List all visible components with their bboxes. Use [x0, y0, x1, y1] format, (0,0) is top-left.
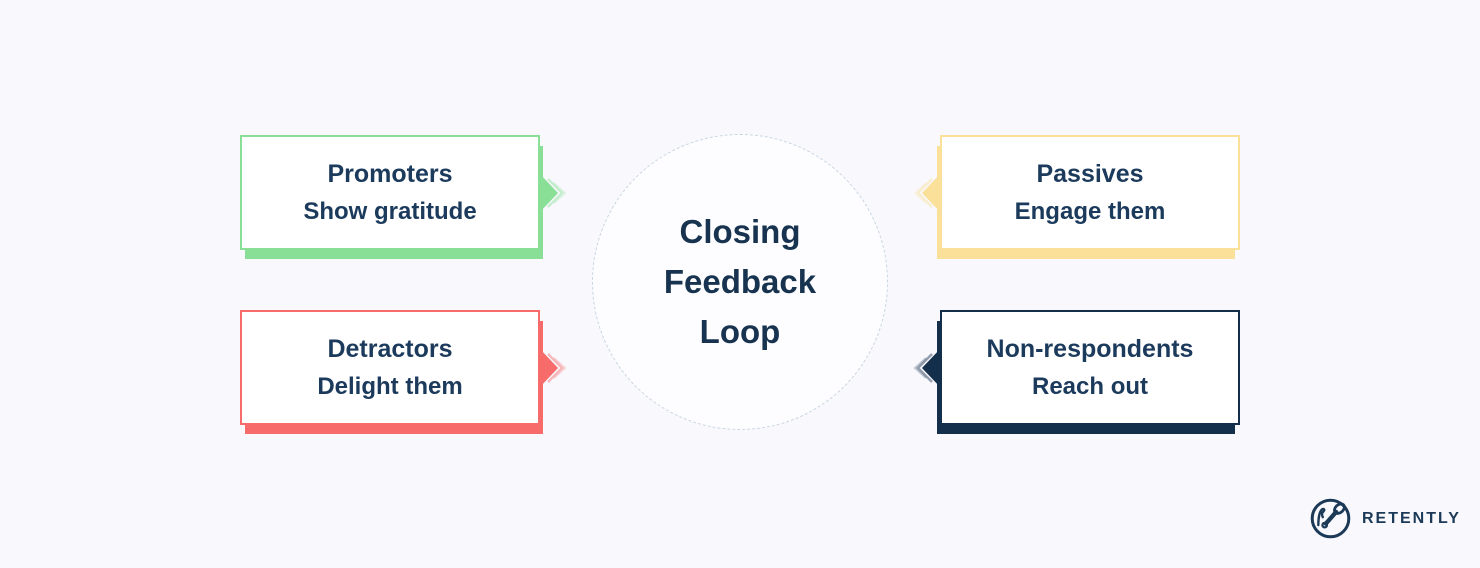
- center-title-line-3: Loop: [699, 313, 781, 350]
- retently-logo: RETENTLY: [1308, 496, 1461, 541]
- center-circle: Closing Feedback Loop: [592, 134, 888, 430]
- passives-subtitle: Engage them: [1014, 198, 1166, 225]
- detractors-subtitle: Delight them: [317, 373, 463, 400]
- passives-arrow-left-icon: [913, 172, 941, 213]
- retently-logo-icon: [1310, 498, 1351, 539]
- non-respondents-subtitle: Reach out: [1031, 373, 1148, 400]
- detractors-arrow-right-icon: [539, 347, 567, 388]
- promoters-card: Promoters Show gratitude: [240, 135, 567, 250]
- retently-wordmark: RETENTLY: [1362, 509, 1461, 527]
- detractors-title: Detractors: [327, 335, 453, 363]
- passives-card: Passives Engage them: [913, 135, 1240, 250]
- promoters-title: Promoters: [327, 160, 453, 188]
- promoters-subtitle: Show gratitude: [303, 198, 477, 225]
- non-respondents-card: Non-respondents Reach out: [913, 310, 1240, 425]
- promoters-arrow-right-icon: [539, 172, 567, 213]
- detractors-card: Detractors Delight them: [240, 310, 567, 425]
- center-title-line-1: Closing: [679, 213, 801, 250]
- non-respondents-arrow-left-icon: [913, 347, 941, 388]
- center-title-line-2: Feedback: [663, 263, 817, 300]
- non-respondents-title: Non-respondents: [986, 335, 1194, 363]
- passives-title: Passives: [1036, 160, 1144, 188]
